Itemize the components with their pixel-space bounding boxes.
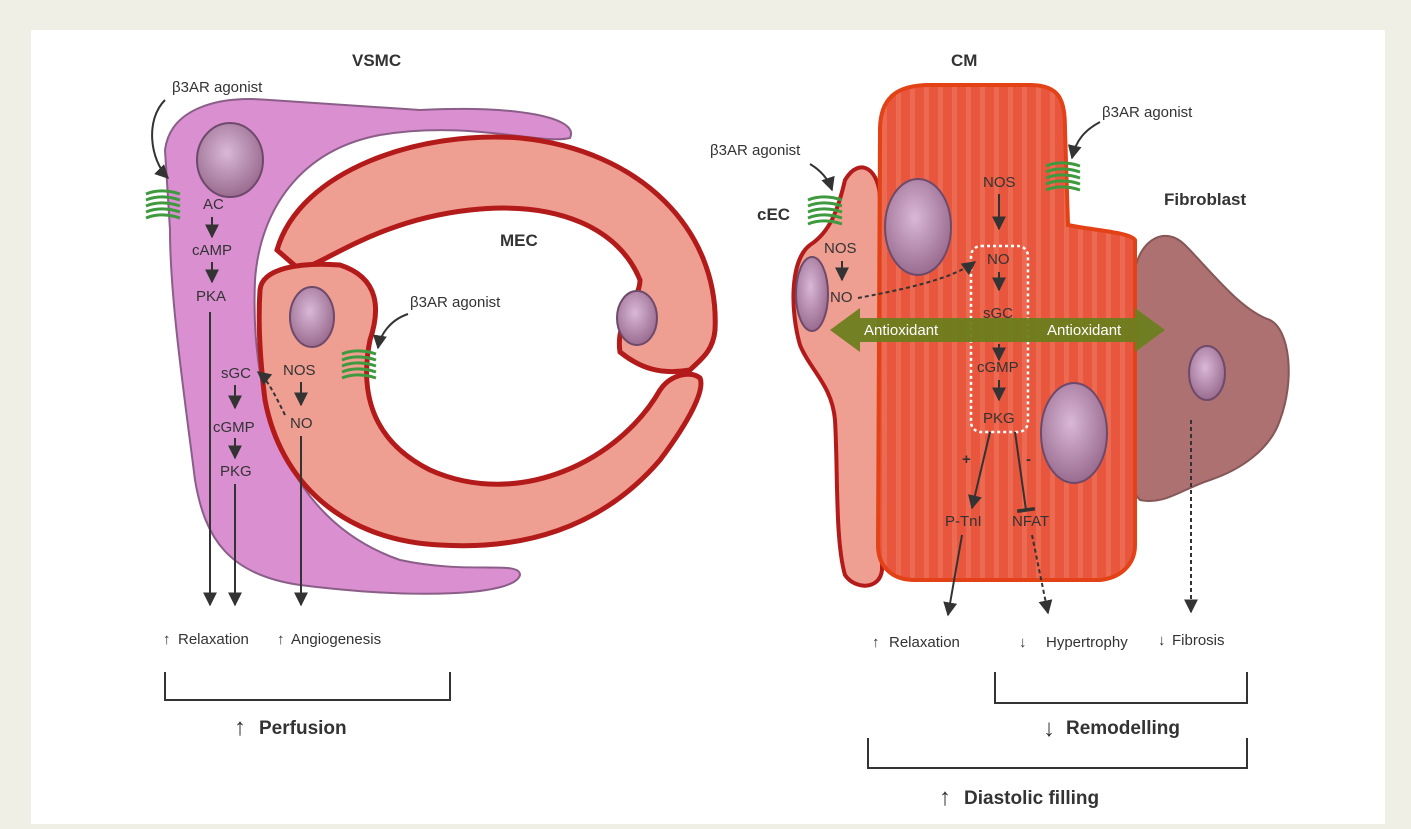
label-no-cec: NO [830, 289, 853, 306]
fibrosis-label: Fibrosis [1172, 632, 1225, 649]
mec-nucleus-right [617, 291, 657, 345]
perfusion-up-arrow: ↑ [234, 714, 246, 741]
perfusion-label: Perfusion [259, 718, 347, 739]
down-arrow-fibrosis: ↓ [1158, 632, 1166, 649]
label-ac: AC [203, 196, 224, 213]
cm-title: CM [951, 51, 977, 70]
label-pkg: PKG [220, 463, 252, 480]
cm-nucleus-upper [885, 179, 951, 275]
label-nos-cm: NOS [983, 174, 1016, 191]
label-pkg-cm: PKG [983, 410, 1015, 427]
diastolic-up-arrow: ↑ [939, 784, 951, 811]
diastolic-label: Diastolic filling [964, 788, 1099, 809]
down-arrow-hypertrophy: ↓ [1019, 634, 1027, 651]
angiogenesis-label: Angiogenesis [291, 631, 381, 648]
label-no-mec: NO [290, 415, 313, 432]
vsmc-nucleus [197, 123, 263, 197]
vsmc-title: VSMC [352, 51, 401, 70]
label-sgc: sGC [221, 365, 251, 382]
label-cgmp: cGMP [213, 419, 255, 436]
relaxation-label-left: Relaxation [178, 631, 249, 648]
remodelling-down-arrow: ↓ [1043, 715, 1055, 742]
agonist-label-cec: β3AR agonist [710, 142, 801, 159]
agonist-label-cm: β3AR agonist [1102, 104, 1193, 121]
fibroblast-nucleus [1189, 346, 1225, 400]
up-arrow-relaxation-right: ↑ [872, 634, 880, 651]
fibroblast-title: Fibroblast [1164, 190, 1247, 209]
label-ptni: P-TnI [945, 513, 982, 530]
cec-nucleus [796, 257, 828, 331]
mec-nucleus-left [290, 287, 334, 347]
label-nfat: NFAT [1012, 513, 1049, 530]
label-nos-mec: NOS [283, 362, 316, 379]
up-arrow-angiogenesis: ↑ [277, 631, 285, 648]
antioxidant-label-left: Antioxidant [864, 322, 939, 339]
label-sgc-cm: sGC [983, 305, 1013, 322]
agonist-label-vsmc: β3AR agonist [172, 79, 263, 96]
cec-title: cEC [757, 205, 790, 224]
minus-sign: - [1026, 451, 1031, 468]
mec-title: MEC [500, 231, 538, 250]
cm-nucleus-lower [1041, 383, 1107, 483]
label-cgmp-cm: cGMP [977, 359, 1019, 376]
label-no-cm: NO [987, 251, 1010, 268]
label-camp: cAMP [192, 242, 232, 259]
relaxation-label-right: Relaxation [889, 634, 960, 651]
label-nos-cec: NOS [824, 240, 857, 257]
remodelling-label: Remodelling [1066, 718, 1180, 739]
agonist-label-mec: β3AR agonist [410, 294, 501, 311]
label-pka: PKA [196, 288, 226, 305]
antioxidant-label-right: Antioxidant [1047, 322, 1122, 339]
plus-sign: + [962, 451, 971, 468]
up-arrow-relaxation-left: ↑ [163, 631, 171, 648]
hypertrophy-label: Hypertrophy [1046, 634, 1128, 651]
